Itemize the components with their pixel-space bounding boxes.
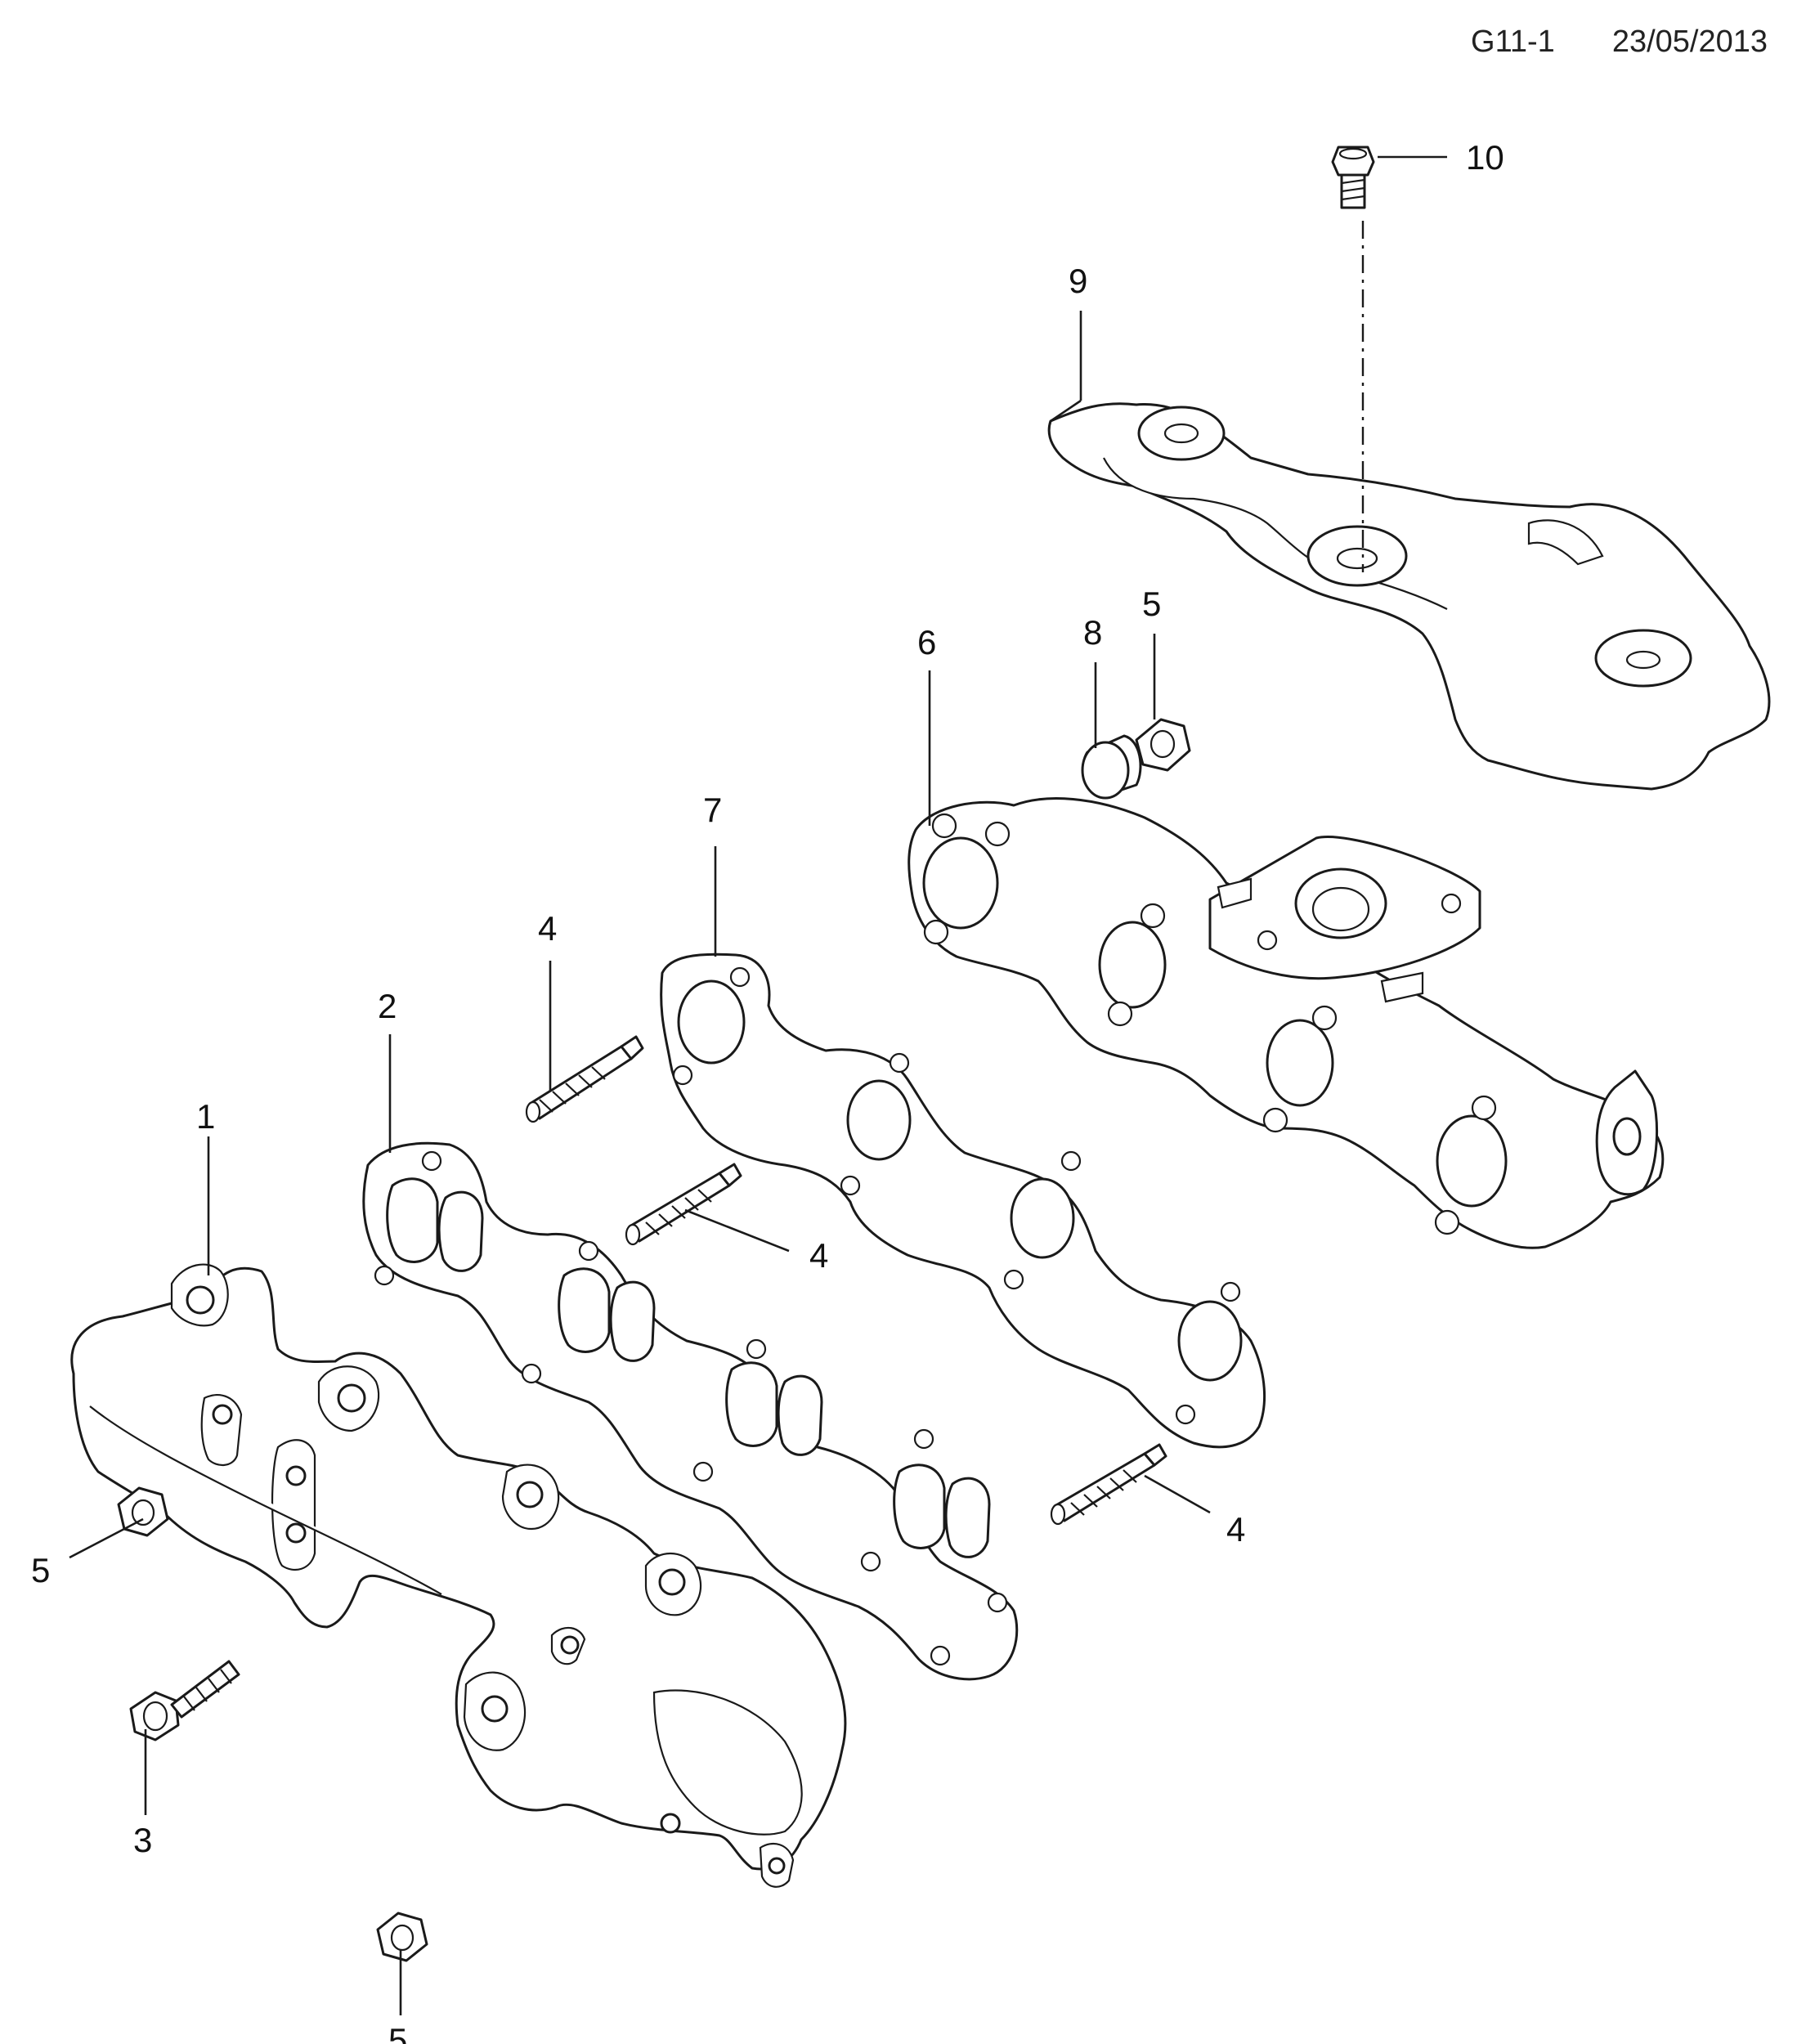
callout-5-left: 5 [31, 1551, 50, 1589]
callout-5-upper: 5 [1142, 585, 1161, 623]
heat-shield-part-9 [1047, 402, 1771, 791]
callout-7: 7 [703, 791, 722, 829]
callout-8: 8 [1083, 613, 1102, 652]
callout-4-lower: 4 [1226, 1510, 1245, 1549]
callout-4-upper: 4 [538, 909, 557, 948]
stud-part-4-middle [625, 1163, 742, 1246]
bolt-part-10 [1331, 146, 1375, 209]
gasket-part-7 [660, 953, 1266, 1449]
nut-part-5-bottom [376, 1912, 428, 1962]
callout-6: 6 [917, 623, 936, 661]
leader-lines [69, 155, 1447, 2015]
callout-4-middle: 4 [809, 1236, 828, 1275]
callout-2: 2 [378, 987, 397, 1025]
nut-part-5-upper [1135, 718, 1191, 772]
stud-part-4-upper [525, 1035, 644, 1123]
spacer-part-8 [1081, 734, 1142, 800]
callout-1: 1 [196, 1097, 215, 1136]
diagram-code: G11-1 [1471, 25, 1555, 59]
callout-10: 10 [1466, 138, 1504, 177]
exhaust-manifold-part-6 [908, 797, 1665, 1249]
diagram-date: 23/05/2013 [1611, 25, 1768, 59]
gasket-part-2 [362, 1141, 1019, 1681]
callout-5-bottom: 5 [388, 2021, 407, 2044]
page-header: G11-1 23/05/2013 [1471, 25, 1768, 65]
callout-3: 3 [133, 1821, 152, 1859]
exhaust-manifold-part-1 [70, 1263, 847, 1888]
bolt-part-3 [129, 1660, 240, 1741]
callout-9: 9 [1069, 262, 1087, 300]
stud-part-4-lower [1050, 1443, 1167, 1526]
